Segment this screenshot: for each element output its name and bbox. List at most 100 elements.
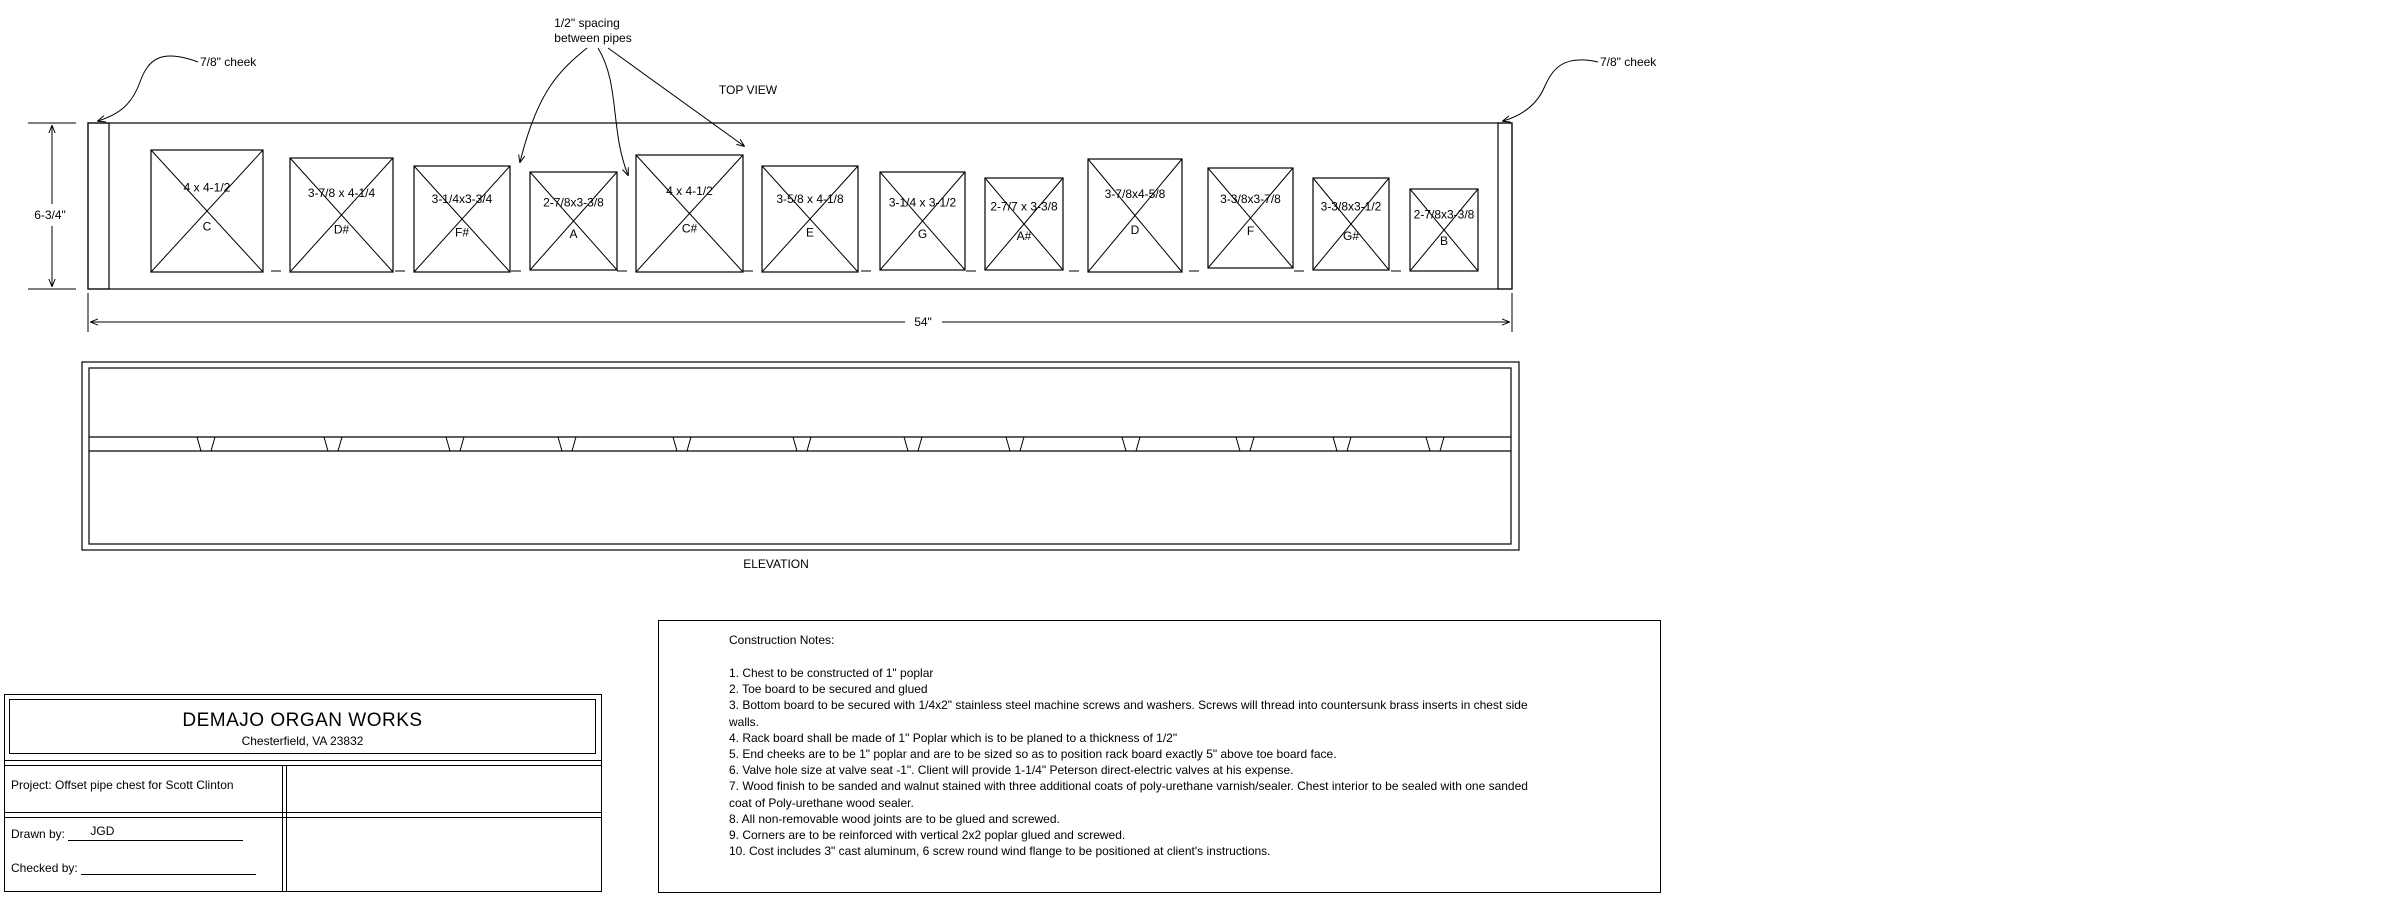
- pipe-box: 2-7/8x3-3/8B: [1409, 188, 1479, 272]
- title-block-header: DEMAJO ORGAN WORKS Chesterfield, VA 2383…: [9, 699, 596, 754]
- note-item: 3. Bottom board to be secured with 1/4x2…: [729, 698, 1528, 729]
- pipe-size-label: 3-1/4x3-3/4: [432, 192, 493, 206]
- pipe-size-label: 3-3/8x3-7/8: [1220, 192, 1281, 206]
- pipe-note-label: E: [806, 226, 814, 240]
- pipe-note-label: C: [203, 220, 212, 234]
- pipe-outline: [289, 157, 394, 273]
- left-cheek: [87, 122, 110, 290]
- pipe-size-label: 3-7/8 x 4-1/4: [308, 186, 376, 200]
- valve-hole-mark: [903, 436, 923, 452]
- pipe-layout: 4 x 4-1/2C3-7/8 x 4-1/4D#3-1/4x3-3/4F#2-…: [150, 149, 1479, 273]
- note-item: 2. Toe board to be secured and glued: [729, 682, 928, 697]
- title-block-divider: [5, 817, 601, 818]
- pipe-outline: [150, 149, 264, 273]
- pipe-diagonal: [1312, 177, 1390, 271]
- pipe-note-label: D#: [334, 223, 350, 237]
- spacing-callout: 1/2" spacing between pipes: [520, 16, 744, 175]
- valve-hole-mark: [1332, 436, 1352, 452]
- spacing-note-line2: between pipes: [554, 31, 631, 45]
- pipe-diagonal: [289, 157, 394, 273]
- notes-title: Construction Notes:: [729, 633, 835, 647]
- pipe-diagonal: [879, 171, 966, 271]
- height-dimension: 6-3/4": [28, 122, 76, 290]
- pipe-note-label: B: [1440, 234, 1448, 248]
- pipe-diagonal: [150, 149, 264, 273]
- pipe-outline: [529, 171, 618, 271]
- pipe-diagonal: [1409, 188, 1479, 272]
- pipe-box: 2-7/8x3-3/8A: [529, 171, 618, 271]
- company-location: Chesterfield, VA 23832: [241, 734, 364, 748]
- pipe-note-label: A#: [1017, 229, 1032, 243]
- valve-hole-mark: [792, 436, 812, 452]
- pipe-note-label: G#: [1343, 229, 1359, 243]
- pipe-outline: [984, 177, 1064, 271]
- elevation-label: ELEVATION: [743, 557, 809, 571]
- left-cheek-leader: [98, 55, 199, 121]
- spacing-leader-3: [607, 47, 744, 146]
- pipe-box: 3-5/8 x 4-1/8E: [761, 165, 859, 273]
- pipe-box: 3-1/4 x 3-1/2G: [879, 171, 966, 271]
- note-item: 6. Valve hole size at valve seat -1". Cl…: [729, 763, 1294, 778]
- pipe-outline: [1087, 158, 1183, 273]
- right-cheek-label: 7/8" cheek: [1600, 55, 1657, 69]
- chest-top-outline: [87, 122, 1513, 290]
- pipe-diagonal: [1087, 158, 1183, 273]
- width-dimension: 54": [87, 293, 1513, 332]
- pipe-size-label: 4 x 4-1/2: [184, 181, 231, 195]
- valve-hole-mark: [1121, 436, 1141, 452]
- pipe-box: 3-7/8 x 4-1/4D#: [289, 157, 394, 273]
- pipe-outline: [761, 165, 859, 273]
- drawn-by-label: Drawn by:: [11, 827, 66, 841]
- valve-hole-mark: [1235, 436, 1255, 452]
- left-cheek-label: 7/8" cheek: [200, 55, 257, 69]
- height-dim-label: 6-3/4": [34, 208, 66, 222]
- pipe-size-label: 2-7/8x3-3/8: [1414, 208, 1475, 222]
- pipe-box: 3-7/8x4-5/8D: [1087, 158, 1183, 273]
- spacing-note-line1: 1/2" spacing: [554, 16, 620, 30]
- project-label: Project:: [11, 778, 52, 792]
- pipe-note-label: A: [569, 227, 577, 241]
- note-item: 9. Corners are to be reinforced with ver…: [729, 828, 1126, 843]
- top-view: 4 x 4-1/2C3-7/8 x 4-1/4D#3-1/4x3-3/4F#2-…: [87, 83, 1513, 290]
- pipe-box: 3-1/4x3-3/4F#: [413, 165, 511, 273]
- pipe-diagonal: [635, 154, 744, 273]
- note-item: 4. Rack board shall be made of 1" Poplar…: [729, 730, 1178, 745]
- checked-by-line: [81, 862, 257, 875]
- pipe-box: 3-3/8x3-7/8F: [1207, 167, 1294, 269]
- project-value: Offset pipe chest for Scott Clinton: [55, 778, 234, 792]
- top-view-label: TOP VIEW: [719, 83, 778, 97]
- pipe-outline: [635, 154, 744, 273]
- pipe-diagonal: [413, 165, 511, 273]
- right-cheek-leader: [1503, 59, 1599, 121]
- elevation-outer: [81, 361, 1520, 551]
- valve-hole-mark: [323, 436, 343, 452]
- note-item: 10. Cost includes 3" cast aluminum, 6 sc…: [729, 844, 1271, 859]
- valve-hole-mark: [445, 436, 465, 452]
- pipe-diagonal: [761, 165, 859, 273]
- pipe-box: 3-3/8x3-1/2G#: [1312, 177, 1390, 271]
- spacing-leader-1: [520, 47, 588, 162]
- pipe-size-label: 3-1/4 x 3-1/2: [889, 195, 957, 209]
- cheek-callouts: 7/8" cheek 7/8" cheek: [98, 55, 1657, 121]
- checked-by-label: Checked by:: [11, 861, 78, 875]
- company-name: DEMAJO ORGAN WORKS: [182, 710, 423, 731]
- title-block: DEMAJO ORGAN WORKS Chesterfield, VA 2383…: [4, 694, 602, 892]
- title-block-divider: [5, 812, 601, 813]
- width-dim-label: 54": [914, 315, 932, 329]
- pipe-outline: [413, 165, 511, 273]
- valve-hole-mark: [672, 436, 692, 452]
- pipe-size-label: 3-7/8x4-5/8: [1105, 187, 1166, 201]
- pipe-box: 4 x 4-1/2C: [150, 149, 264, 273]
- pipe-diagonal: [984, 177, 1064, 271]
- note-item: 1. Chest to be constructed of 1" poplar: [729, 666, 934, 680]
- drawn-by-value: JGD: [90, 824, 115, 838]
- valve-hole-marks: [196, 436, 1445, 452]
- notes-list: 1. Chest to be constructed of 1" poplar …: [729, 665, 1539, 859]
- project-row: Project: Offset pipe chest for Scott Cli…: [11, 778, 234, 792]
- pipe-note-label: G: [918, 227, 927, 241]
- pipe-diagonal: [529, 171, 618, 271]
- pipe-outline: [1207, 167, 1294, 269]
- note-item: 5. End cheeks are to be 1" poplar and ar…: [729, 747, 1337, 762]
- elevation-inner: [88, 367, 1512, 545]
- valve-hole-mark: [1005, 436, 1025, 452]
